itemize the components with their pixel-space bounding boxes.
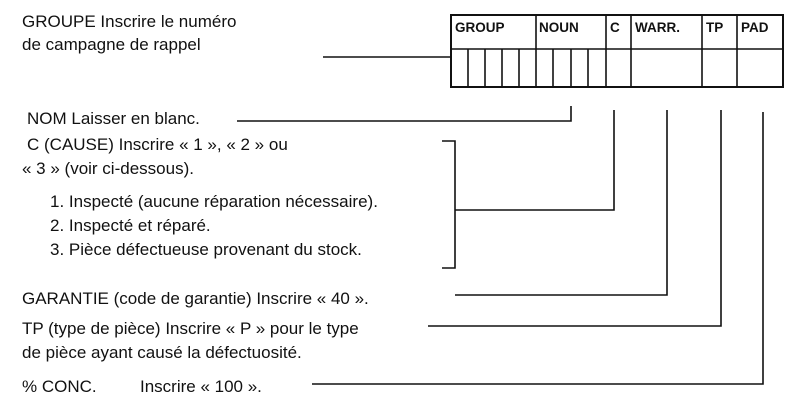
group-instruction-line1: GROUPE Inscrire le numéro [22, 12, 237, 31]
header-tp: TP [706, 20, 724, 35]
cause-bracket [442, 140, 456, 269]
nom-leader-line [237, 106, 572, 122]
tp-leader-line [428, 110, 722, 327]
cause-instruction-line2: « 3 » (voir ci-dessous). [22, 159, 194, 178]
form-box [450, 14, 784, 88]
conc-label: % CONC. [22, 377, 97, 396]
garantie-instruction: GARANTIE (code de garantie) Inscrire « 4… [22, 289, 369, 308]
header-pad: PAD [741, 20, 769, 35]
cause-option-2: 2. Inspecté et réparé. [50, 216, 211, 235]
cause-option-3: 3. Pièce défectueuse provenant du stock. [50, 240, 362, 259]
garantie-leader-line [455, 110, 668, 296]
tp-instruction-line1: TP (type de pièce) Inscrire « P » pour l… [22, 319, 359, 338]
header-c: C [610, 20, 620, 35]
header-warr: WARR. [635, 20, 680, 35]
group-instruction-line2: de campagne de rappel [22, 35, 201, 54]
conc-leader-line [312, 112, 764, 385]
cause-instruction-line1: C (CAUSE) Inscrire « 1 », « 2 » ou [27, 135, 288, 154]
header-group: GROUP [455, 20, 505, 35]
cause-option-1: 1. Inspecté (aucune réparation nécessair… [50, 192, 378, 211]
header-noun: NOUN [539, 20, 579, 35]
nom-instruction: NOM Laisser en blanc. [27, 109, 200, 128]
cause-leader-line [455, 110, 615, 211]
conc-instruction: Inscrire « 100 ». [140, 377, 262, 396]
tp-instruction-line2: de pièce ayant causé la défectuosité. [22, 343, 302, 362]
